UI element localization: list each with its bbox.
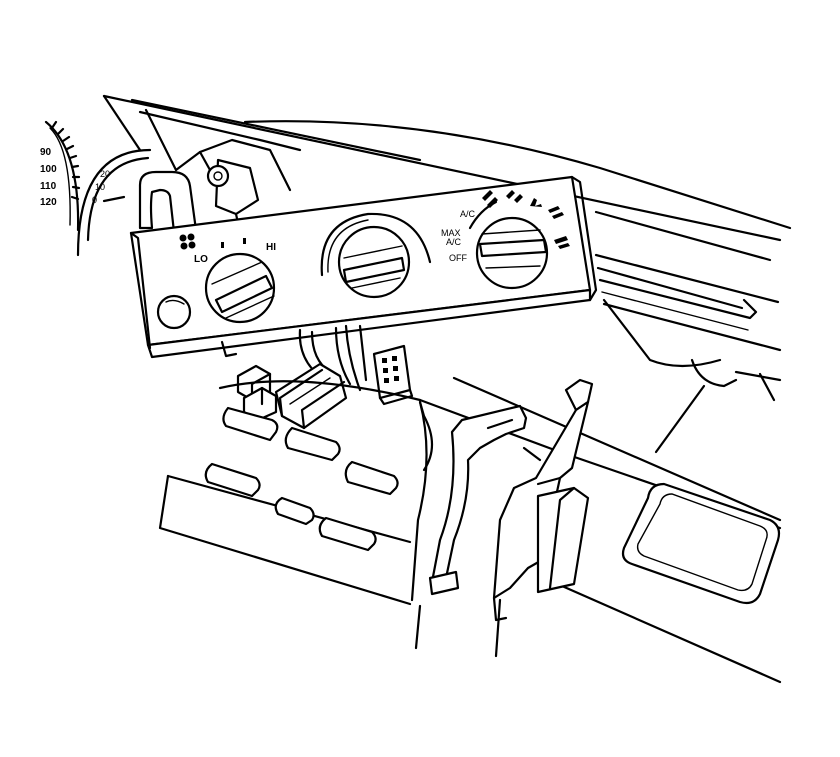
fan-icon — [179, 233, 196, 250]
mode-max-label: MAX — [441, 228, 461, 238]
fan-speed-tick-marks — [221, 238, 246, 248]
center-mount-bracket-right — [492, 378, 594, 658]
mode-off-label: OFF — [449, 253, 467, 263]
mode-knob[interactable] — [468, 200, 549, 290]
kmh-label-10: 10 — [95, 182, 105, 192]
recirc-button[interactable] — [156, 294, 192, 330]
center-mount-bracket-left — [428, 404, 528, 596]
mounting-screw-icon — [206, 164, 230, 188]
speedometer-cluster: 90 100 110 120 20 10 0 — [40, 120, 152, 257]
accessory-switch-opening — [621, 482, 781, 605]
kmh-label-20: 20 — [100, 169, 110, 179]
dashboard-top — [102, 94, 792, 242]
mode-max-ac-label: A/C — [446, 237, 462, 247]
mode-ac-label: A/C — [460, 209, 476, 219]
floor-defrost-icon — [548, 206, 564, 219]
speedometer-needle — [102, 195, 126, 203]
vent-icon — [482, 190, 498, 208]
speedometer-tick-marks — [50, 120, 81, 201]
right-dash-vent — [594, 210, 782, 454]
floor-icon — [530, 198, 542, 207]
kmh-label-0: 0 — [92, 195, 97, 205]
bi-level-icon — [506, 190, 523, 203]
mph-label-100: 100 — [40, 164, 57, 175]
hvac-control-panel: LO HI A/C MAX A/C OFF — [129, 175, 598, 359]
mounting-bracket — [138, 108, 292, 234]
temperature-knob[interactable] — [320, 212, 432, 299]
fan-speed-lo-label: LO — [194, 254, 208, 265]
dash-vent-slots — [204, 406, 399, 552]
defrost-icon — [554, 236, 570, 249]
mph-label-110: 110 — [40, 181, 57, 192]
blower-connector-right — [274, 362, 348, 430]
wiring-harness — [298, 324, 368, 392]
fan-speed-knob[interactable] — [204, 252, 276, 324]
panel-connector — [372, 344, 414, 406]
mph-label-90: 90 — [40, 147, 52, 158]
fan-speed-hi-label: HI — [266, 242, 276, 253]
mph-label-120: 120 — [40, 197, 57, 208]
